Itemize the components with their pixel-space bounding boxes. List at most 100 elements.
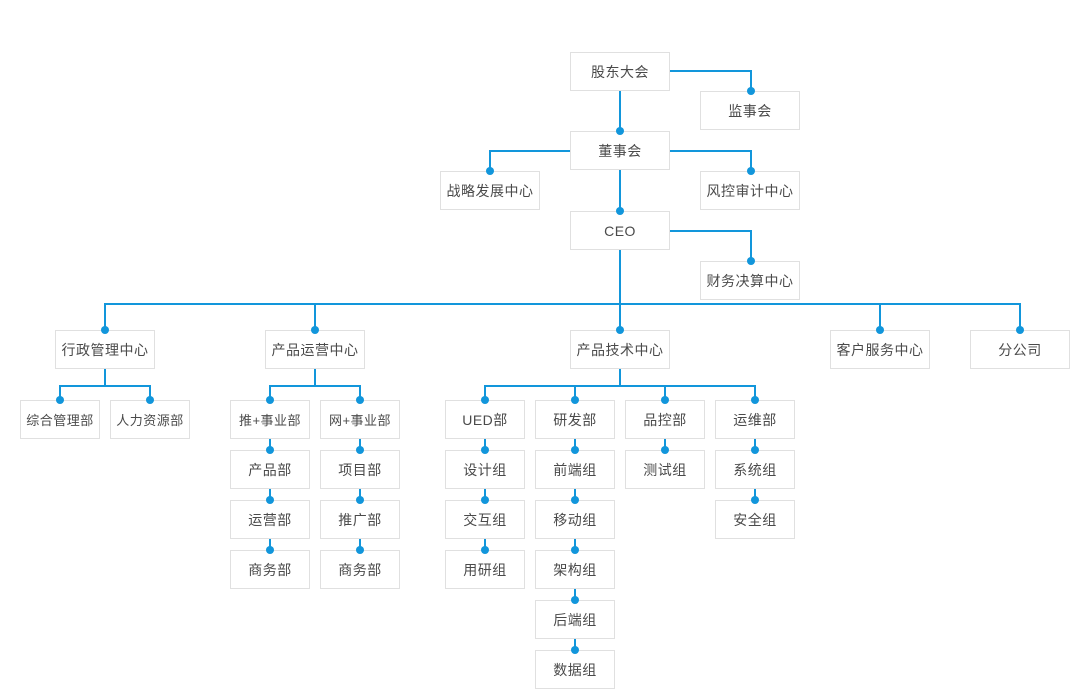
edge-system-to-security (754, 489, 756, 500)
connector-dot-tui-bu (266, 396, 274, 404)
edge-wang-to-project (359, 439, 361, 450)
connector-dot-ops (751, 396, 759, 404)
edge-product-tech-stem (619, 369, 621, 386)
connector-dot-strategy (486, 167, 494, 175)
node-shareholders-meeting[interactable]: 股东大会 (570, 52, 670, 91)
connector-dot-qa (661, 396, 669, 404)
edge-architecture-to-backend (574, 589, 576, 600)
connector-dot-product-tech-center (616, 326, 624, 334)
connector-dot-business-dept-2 (356, 546, 364, 554)
edge-mobile-to-architecture (574, 539, 576, 550)
node-test-group[interactable]: 测试组 (625, 450, 705, 489)
edge-admin-stem (104, 369, 106, 386)
edge-board-to-risk-vertical (750, 150, 752, 171)
connector-dot-product-ops-center (311, 326, 319, 334)
node-hr-dept[interactable]: 人力资源部 (110, 400, 190, 439)
edge-bus-drop-product-ops (314, 303, 316, 330)
node-system-group[interactable]: 系统组 (715, 450, 795, 489)
edge-admin-drop-hr (149, 385, 151, 400)
node-wang-plus-bu[interactable]: 网+事业部 (320, 400, 400, 439)
edge-product-ops-bus (269, 385, 361, 387)
edge-shareholders-to-supervisory-vertical (750, 70, 752, 91)
edge-ops-to-system (754, 439, 756, 450)
connector-dot-design-group (481, 446, 489, 454)
edge-admin-bus (59, 385, 151, 387)
edge-tech-drop-qa (664, 385, 666, 400)
edge-operations-to-business1 (269, 539, 271, 550)
node-risk-audit-center[interactable]: 风控审计中心 (700, 171, 800, 210)
connector-dot-system-group (751, 446, 759, 454)
connector-dot-architecture-group (571, 546, 579, 554)
node-security-group[interactable]: 安全组 (715, 500, 795, 539)
node-general-admin-dept[interactable]: 综合管理部 (20, 400, 100, 439)
node-data-group[interactable]: 数据组 (535, 650, 615, 689)
connector-dot-interaction-group (481, 496, 489, 504)
edge-product-ops-drop-tui (269, 385, 271, 400)
connector-dot-risk (747, 167, 755, 175)
connector-dot-board (616, 127, 624, 135)
connector-dot-finance (747, 257, 755, 265)
node-frontend-group[interactable]: 前端组 (535, 450, 615, 489)
edge-shareholders-to-board (619, 91, 621, 131)
node-rd-dept[interactable]: 研发部 (535, 400, 615, 439)
edge-product-tech-bus (484, 385, 756, 387)
node-promotion-dept[interactable]: 推广部 (320, 500, 400, 539)
node-product-tech-center[interactable]: 产品技术中心 (570, 330, 670, 369)
node-ops-dept[interactable]: 运维部 (715, 400, 795, 439)
connector-dot-branch (1016, 326, 1024, 334)
edge-product-to-operations (269, 489, 271, 500)
edge-shareholders-to-supervisory-horizontal (670, 70, 752, 72)
node-customer-service-center[interactable]: 客户服务中心 (830, 330, 930, 369)
edge-promotion-to-business2 (359, 539, 361, 550)
node-mobile-group[interactable]: 移动组 (535, 500, 615, 539)
node-qa-dept[interactable]: 品控部 (625, 400, 705, 439)
connector-dot-business-dept-1 (266, 546, 274, 554)
connector-dot-general-admin (56, 396, 64, 404)
node-branch-company[interactable]: 分公司 (970, 330, 1070, 369)
node-board-of-directors[interactable]: 董事会 (570, 131, 670, 170)
connector-dot-mobile-group (571, 496, 579, 504)
connector-dot-product-dept (266, 446, 274, 454)
node-product-ops-center[interactable]: 产品运营中心 (265, 330, 365, 369)
node-business-dept-2[interactable]: 商务部 (320, 550, 400, 589)
node-ceo[interactable]: CEO (570, 211, 670, 250)
edge-board-to-strategy-horizontal (489, 150, 571, 152)
node-interaction-group[interactable]: 交互组 (445, 500, 525, 539)
connector-dot-supervisory (747, 87, 755, 95)
node-backend-group[interactable]: 后端组 (535, 600, 615, 639)
edge-ceo-to-finance-vertical (750, 230, 752, 261)
edge-tech-drop-ops (754, 385, 756, 400)
edge-bus-drop-branch (1019, 303, 1021, 330)
node-admin-center[interactable]: 行政管理中心 (55, 330, 155, 369)
node-operations-dept[interactable]: 运营部 (230, 500, 310, 539)
edge-frontend-to-mobile (574, 489, 576, 500)
node-strategy-center[interactable]: 战略发展中心 (440, 171, 540, 210)
node-finance-center[interactable]: 财务决算中心 (700, 261, 800, 300)
edge-tech-drop-ued (484, 385, 486, 400)
node-product-dept[interactable]: 产品部 (230, 450, 310, 489)
edge-qa-to-test (664, 439, 666, 450)
edge-board-to-ceo (619, 170, 621, 211)
edge-admin-drop-general (59, 385, 61, 400)
edge-tui-to-product (269, 439, 271, 450)
edge-bus-drop-product-tech (619, 303, 621, 330)
edge-board-to-strategy-vertical (489, 150, 491, 171)
connector-dot-user-research-group (481, 546, 489, 554)
node-tui-plus-bu[interactable]: 推+事业部 (230, 400, 310, 439)
edge-project-to-promotion (359, 489, 361, 500)
node-user-research-group[interactable]: 用研组 (445, 550, 525, 589)
node-architecture-group[interactable]: 架构组 (535, 550, 615, 589)
edge-ued-to-design (484, 439, 486, 450)
node-design-group[interactable]: 设计组 (445, 450, 525, 489)
node-ued-dept[interactable]: UED部 (445, 400, 525, 439)
connector-dot-operations-dept (266, 496, 274, 504)
connector-dot-ued (481, 396, 489, 404)
node-project-dept[interactable]: 项目部 (320, 450, 400, 489)
connector-dot-backend-group (571, 596, 579, 604)
connector-dot-security-group (751, 496, 759, 504)
node-business-dept-1[interactable]: 商务部 (230, 550, 310, 589)
node-supervisory-board[interactable]: 监事会 (700, 91, 800, 130)
edge-rd-to-frontend (574, 439, 576, 450)
edge-board-to-risk-horizontal (670, 150, 752, 152)
